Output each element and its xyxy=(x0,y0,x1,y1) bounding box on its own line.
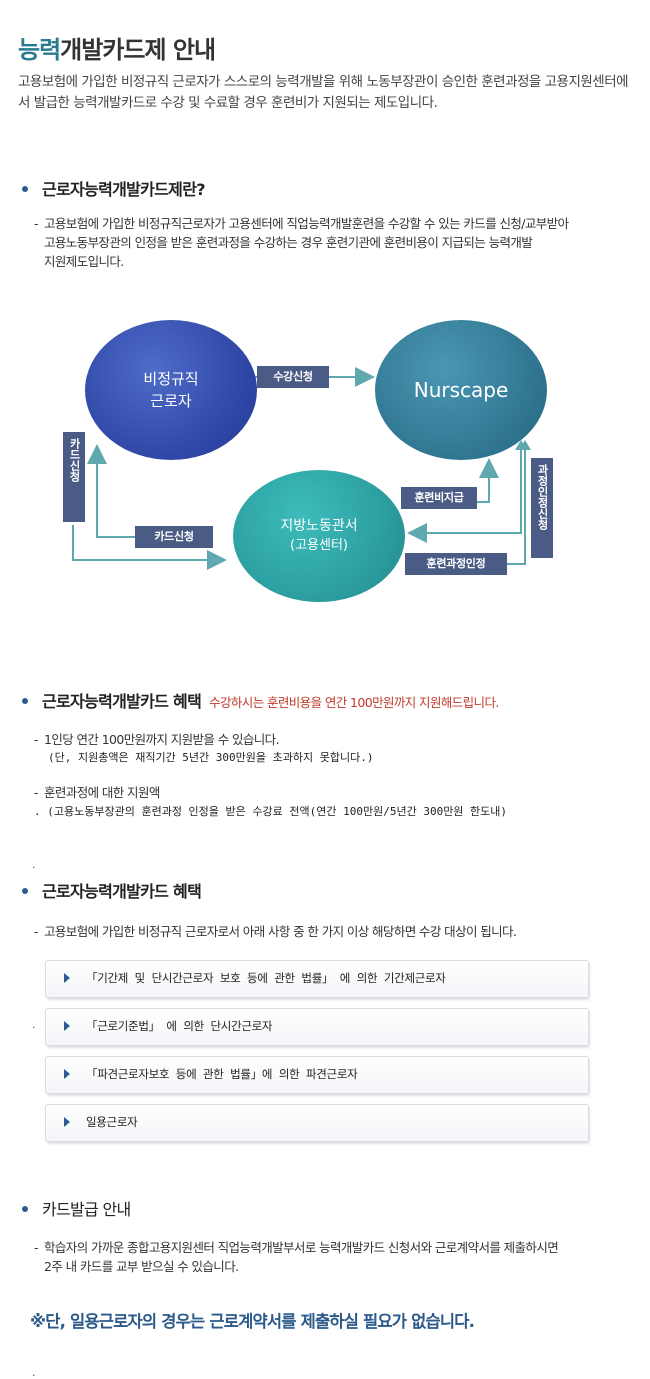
benefit-highlight-note: 수강하시는 훈련비용을 연간 100만원까지 지원해드립니다. xyxy=(209,695,499,710)
arrow-training-pay xyxy=(475,458,499,503)
worker-circle: 비정규직 근로자 xyxy=(85,320,257,460)
page-title: 능력개발카드제 안내 xyxy=(18,30,216,65)
diagram-arrows xyxy=(72,367,531,570)
tag-card-apply-vertical: 카드신청 xyxy=(63,432,85,522)
final-note: ※단, 일용근로자의 경우는 근로계약서를 제출하실 필요가 없습니다. xyxy=(30,1312,475,1331)
intro-text: 고용보험에 가입한 비정규직 근로자가 스스로의 능력개발을 위해 노동부장관이… xyxy=(18,74,629,111)
section-heading-card-issue: 카드발급 안내 xyxy=(22,1196,131,1220)
tag-training-pay: 훈련비지급 xyxy=(401,487,477,509)
triangle-right-icon xyxy=(64,973,70,983)
eligibility-item: 일용근로자 xyxy=(45,1104,589,1142)
nurscape-circle: Nurscape xyxy=(375,320,547,460)
benefit-item-2-sub: . (고용노동부장관의 훈련과정 인정을 받은 수강료 전액(연간 100만원/… xyxy=(34,805,508,818)
bullet-icon xyxy=(22,1205,28,1212)
triangle-right-icon xyxy=(64,1069,70,1079)
labor-office-circle: 지방노동관서 (고용센터) xyxy=(233,470,405,602)
spacer-dot: . xyxy=(32,1018,36,1031)
bullet-icon xyxy=(22,185,28,192)
page-title-accent: 능력 xyxy=(18,36,61,64)
eligibility-item: 「파견근로자보호 등에 관한 법률」에 의한 파견근로자 xyxy=(45,1056,589,1094)
section-heading-benefit-2: 근로자능력개발카드 혜택 xyxy=(22,878,202,902)
eligibility-item: 「기간제 및 단시간근로자 보호 등에 관한 법률」 에 의한 기간제근로자 xyxy=(45,960,589,998)
tag-card-apply: 카드신청 xyxy=(135,526,213,548)
arrow-approval-to-nurscape xyxy=(507,445,526,565)
section-what-is-body: -고용보험에 가입한 비정규직근로자가 고용센터에 직업능력개발훈련을 수강할 … xyxy=(34,216,569,269)
process-diagram: 비정규직 근로자 Nurscape 지방노동관서 (고용센터) 수강신청 카드신… xyxy=(55,290,595,610)
eligibility-intro: -고용보험에 가입한 비정규직 근로자로서 아래 사항 중 한 가지 이상 해당… xyxy=(34,924,517,939)
tag-course-apply: 수강신청 xyxy=(257,366,329,388)
section-heading-what-is: 근로자능력개발카드제란? xyxy=(22,176,206,200)
benefit-item-2: -훈련과정에 대한 지원액 xyxy=(34,785,160,800)
triangle-right-icon xyxy=(64,1117,70,1127)
benefit-item-1-sub: (단, 지원총액은 재직기간 5년간 300만원을 초과하지 못합니다.) xyxy=(48,751,374,764)
arrow-approval-to-office xyxy=(407,445,522,543)
arrow-card-issue-to-worker xyxy=(87,444,135,538)
triangle-right-icon xyxy=(64,1021,70,1031)
tag-course-approval-apply-vertical: 과정인정신청 xyxy=(531,458,553,558)
bullet-icon xyxy=(22,887,28,894)
eligibility-item: 「근로기준법」 에 의한 단시간근로자 xyxy=(45,1008,589,1046)
spacer-dot: . xyxy=(32,1366,36,1379)
arrow-card-apply-to-office xyxy=(72,525,227,570)
benefit-item-1: -1인당 연간 100만원까지 지원받을 수 있습니다. xyxy=(34,732,280,747)
bullet-icon xyxy=(22,697,28,704)
tag-course-approval: 훈련과정인정 xyxy=(405,553,507,575)
page-title-rest: 개발카드제 안내 xyxy=(60,36,216,64)
spacer-dot: . xyxy=(32,858,36,871)
card-issue-body: -학습자의 가까운 종합고용지원센터 직업능력개발부서로 능력개발카드 신청서와… xyxy=(34,1240,559,1274)
